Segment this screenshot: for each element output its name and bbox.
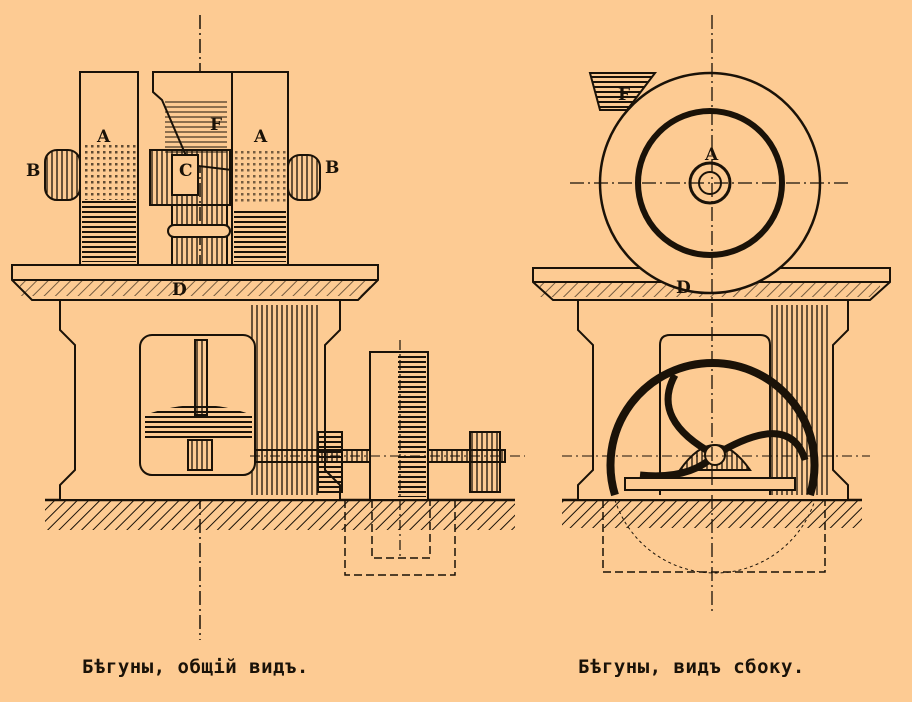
label-center: C — [179, 161, 193, 181]
general-view-figure — [11, 15, 525, 640]
hub-left — [44, 149, 81, 201]
caption-general-view: Бѣгуны, общій видъ. — [82, 656, 309, 678]
label-pan: D — [172, 280, 187, 300]
foundation-outline — [344, 500, 456, 576]
label-wheel-left: A — [96, 127, 111, 147]
caption-side-view: Бѣгуны, видъ сбоку. — [578, 656, 805, 678]
label-wheel-right: A — [253, 127, 268, 147]
label-hub-right: B — [325, 158, 339, 178]
label-wheel: A — [704, 145, 719, 165]
hopper — [588, 72, 658, 111]
side-view-figure — [532, 15, 891, 615]
hub-right — [287, 154, 321, 201]
label-hopper: F — [210, 115, 222, 135]
side-view-labels: F A D — [618, 85, 719, 298]
frame-window — [659, 334, 771, 495]
label-pan: D — [676, 278, 691, 298]
bearing-right — [469, 431, 501, 493]
label-hub-left: B — [26, 161, 40, 181]
bearing-left — [317, 431, 343, 493]
general-view-labels: A A B B C F D — [26, 115, 339, 300]
ground-hatch — [45, 500, 515, 530]
foundation-outline — [602, 500, 826, 573]
label-hopper: F — [618, 85, 630, 105]
